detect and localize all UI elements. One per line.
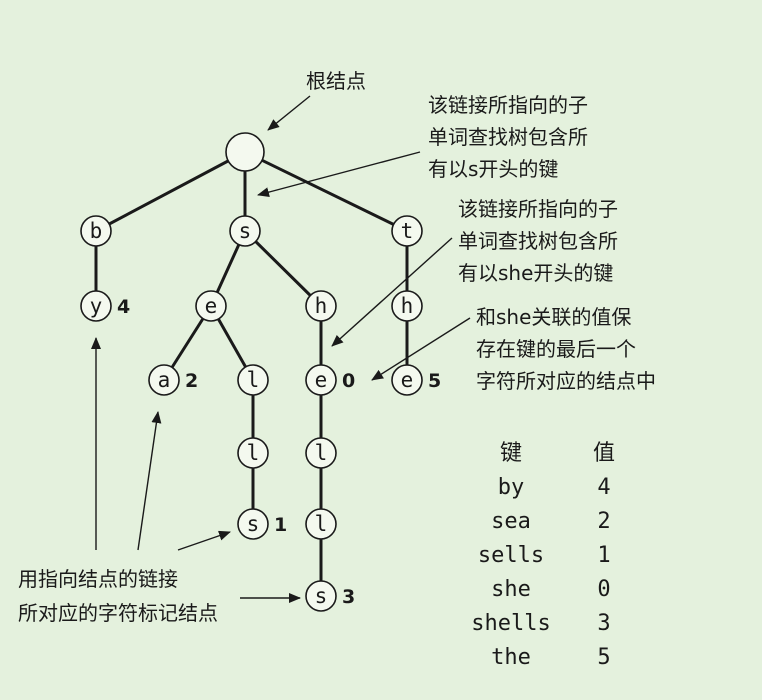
edge-root-b (95, 150, 246, 233)
node-circle (148, 364, 180, 396)
node-char: s (247, 512, 260, 536)
node-circle (195, 290, 227, 322)
node-char: h (315, 294, 328, 318)
node-value: 4 (117, 296, 130, 318)
table-key-cell: the (491, 645, 531, 670)
value-note-line: 和she关联的值保 (476, 305, 631, 329)
key-value-table: 键 值 by 4 sea 2 sells 1 she 0 shells 3 th… (471, 441, 615, 670)
node-char: t (401, 219, 414, 243)
node-circle (391, 364, 423, 396)
node-char: e (205, 294, 218, 318)
table-key-cell: sells (478, 543, 544, 568)
s-link-note-line: 有以s开头的键 (428, 157, 558, 181)
table-value-cell: 5 (597, 645, 610, 670)
node-value: 2 (185, 370, 198, 392)
table-value-cell: 1 (597, 543, 610, 568)
trie-node-l1: l (237, 364, 269, 396)
table-value-cell: 0 (597, 577, 610, 602)
node-circle (80, 215, 112, 247)
node-circle (80, 290, 112, 322)
trie-node-e2: e 0 (305, 364, 355, 396)
node-value: 5 (428, 370, 441, 392)
node-char: e (315, 368, 328, 392)
node-char: l (315, 512, 328, 536)
trie-node-b: b (80, 215, 112, 247)
node-char: h (401, 294, 414, 318)
node-circle (305, 290, 337, 322)
node-char: l (315, 441, 328, 465)
annotation-arrows (91, 95, 471, 603)
arrow-root (267, 95, 311, 131)
trie-node-a: a 2 (148, 364, 198, 396)
trie-node-root (225, 132, 265, 172)
s-link-note-line: 单词查找树包含所 (428, 125, 588, 149)
node-circle (305, 437, 337, 469)
trie-node-s: s (229, 215, 261, 247)
node-char: l (247, 441, 260, 465)
edge-s-h (243, 229, 323, 308)
she-link-note-line: 有以she开头的键 (458, 261, 613, 285)
node-circle (237, 437, 269, 469)
trie-node-e3: e 5 (391, 364, 441, 396)
table-value-cell: 3 (597, 611, 610, 636)
node-circle (391, 215, 423, 247)
trie-node-h1: h (305, 290, 337, 322)
trie-node-t: t (391, 215, 423, 247)
trie-node-s3: s 3 (305, 580, 355, 612)
arrow-value (371, 317, 471, 381)
node-char: l (247, 368, 260, 392)
table-key-cell: sea (491, 509, 531, 534)
node-char: b (90, 219, 103, 243)
trie-node-y: y 4 (80, 290, 130, 322)
bottom-note-line: 所对应的字符标记结点 (18, 601, 218, 625)
value-note-line: 存在键的最后一个 (476, 337, 636, 361)
node-circle (305, 580, 337, 612)
node-value: 1 (274, 514, 287, 536)
value-note-line: 字符所对应的结点中 (476, 369, 656, 393)
arrow-s-link (257, 151, 421, 198)
arrow-label-a (137, 411, 162, 551)
arrow-label-s (177, 530, 231, 551)
node-circle (305, 364, 337, 396)
annotations: 根结点 该链接所指向的子 单词查找树包含所 有以s开头的键 该链接所指向的子 单… (18, 69, 656, 625)
node-circle (391, 290, 423, 322)
trie-node-e1: e (195, 290, 227, 322)
root-label: 根结点 (306, 69, 366, 93)
trie-node-l3: l (305, 437, 337, 469)
trie-node-l2: l (237, 437, 269, 469)
table-header-value: 值 (593, 441, 615, 466)
node-char: s (315, 584, 328, 608)
node-circle (237, 364, 269, 396)
trie-nodes: b s t y 4 e h h a 2 (80, 132, 441, 612)
arrow-she-link (331, 237, 453, 347)
node-value: 0 (342, 370, 355, 392)
table-key-cell: she (491, 577, 531, 602)
node-char: e (401, 368, 414, 392)
node-circle (305, 508, 337, 540)
trie-node-h2: h (391, 290, 423, 322)
trie-node-s2: s 1 (237, 508, 287, 540)
table-value-cell: 4 (597, 475, 610, 500)
table-key-cell: shells (471, 611, 550, 636)
node-char: a (158, 368, 171, 392)
node-char: y (90, 294, 103, 318)
bottom-note-line: 用指向结点的链接 (18, 567, 178, 591)
node-circle (229, 215, 261, 247)
she-link-note-line: 该链接所指向的子 (458, 197, 618, 221)
s-link-note-line: 该链接所指向的子 (428, 93, 588, 117)
she-link-note-line: 单词查找树包含所 (458, 229, 618, 253)
node-value: 3 (342, 586, 355, 608)
table-value-cell: 2 (597, 509, 610, 534)
edge-root-t (244, 150, 408, 233)
node-char: s (239, 219, 252, 243)
node-circle (237, 508, 269, 540)
table-key-cell: by (498, 475, 525, 500)
node-circle (225, 132, 265, 172)
table-header-key: 键 (500, 441, 522, 466)
trie-node-l4: l (305, 508, 337, 540)
